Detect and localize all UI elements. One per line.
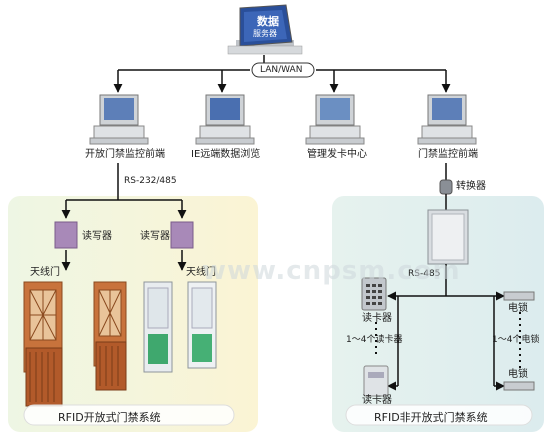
reader-right-label: 读写器	[140, 231, 170, 242]
server-screen-text-1: 数据	[257, 15, 279, 28]
control-box-icon	[427, 209, 469, 265]
lock-top-icon	[503, 291, 535, 301]
card-reader-top-icon	[361, 277, 387, 311]
reader-count-label: 1～4个读卡器	[346, 335, 403, 345]
card-reader-bottom-icon	[363, 365, 389, 397]
card-reader-top-label: 读卡器	[362, 313, 392, 324]
computer-icon-4	[417, 94, 477, 145]
left-panel-title: RFID开放式门禁系统	[58, 411, 161, 424]
lock-count-label: 1～4个电锁	[492, 335, 540, 345]
left-bus-label: RS-232/485	[124, 176, 177, 186]
lock-bottom-icon	[503, 381, 535, 391]
lan-label-box	[251, 62, 315, 78]
terminal-label-2: IE远端数据浏览	[191, 149, 261, 160]
wood-door-2	[93, 281, 127, 391]
reader-left-label: 读写器	[82, 231, 112, 242]
terminal-label-3: 管理发卡中心	[307, 149, 367, 160]
computer-icon-1	[89, 94, 149, 145]
left-title-pill	[23, 404, 235, 426]
right-panel-title: RFID非开放式门禁系统	[374, 411, 488, 424]
wood-door-1	[23, 281, 63, 407]
terminal-label-4: 门禁监控前端	[418, 149, 478, 160]
server-screen-text-2: 服务器	[253, 29, 277, 38]
computer-icon-3	[305, 94, 365, 145]
antenna-right-label: 天线门	[186, 267, 216, 278]
glass-door-1	[143, 281, 173, 373]
right-title-pill	[345, 404, 533, 426]
converter-label: 转换器	[456, 181, 486, 192]
glass-door-2	[187, 281, 217, 369]
lan-wan-label: LAN/WAN	[260, 65, 303, 75]
left-panel-bg	[8, 196, 258, 432]
antenna-left-label: 天线门	[30, 267, 60, 278]
server-icon	[227, 4, 303, 55]
watermark: www.cnpsm.com	[202, 256, 461, 286]
reader-right-icon	[170, 221, 194, 249]
right-bus-label: RS-485	[408, 269, 441, 279]
computer-icon-2	[195, 94, 255, 145]
converter-icon	[439, 179, 453, 195]
lock-bottom-label: 电锁	[508, 369, 528, 380]
reader-left-icon	[54, 221, 78, 249]
terminal-label-1: 开放门禁监控前端	[85, 149, 165, 160]
lock-top-label: 电锁	[508, 303, 528, 314]
card-reader-bottom-label: 读卡器	[362, 395, 392, 406]
